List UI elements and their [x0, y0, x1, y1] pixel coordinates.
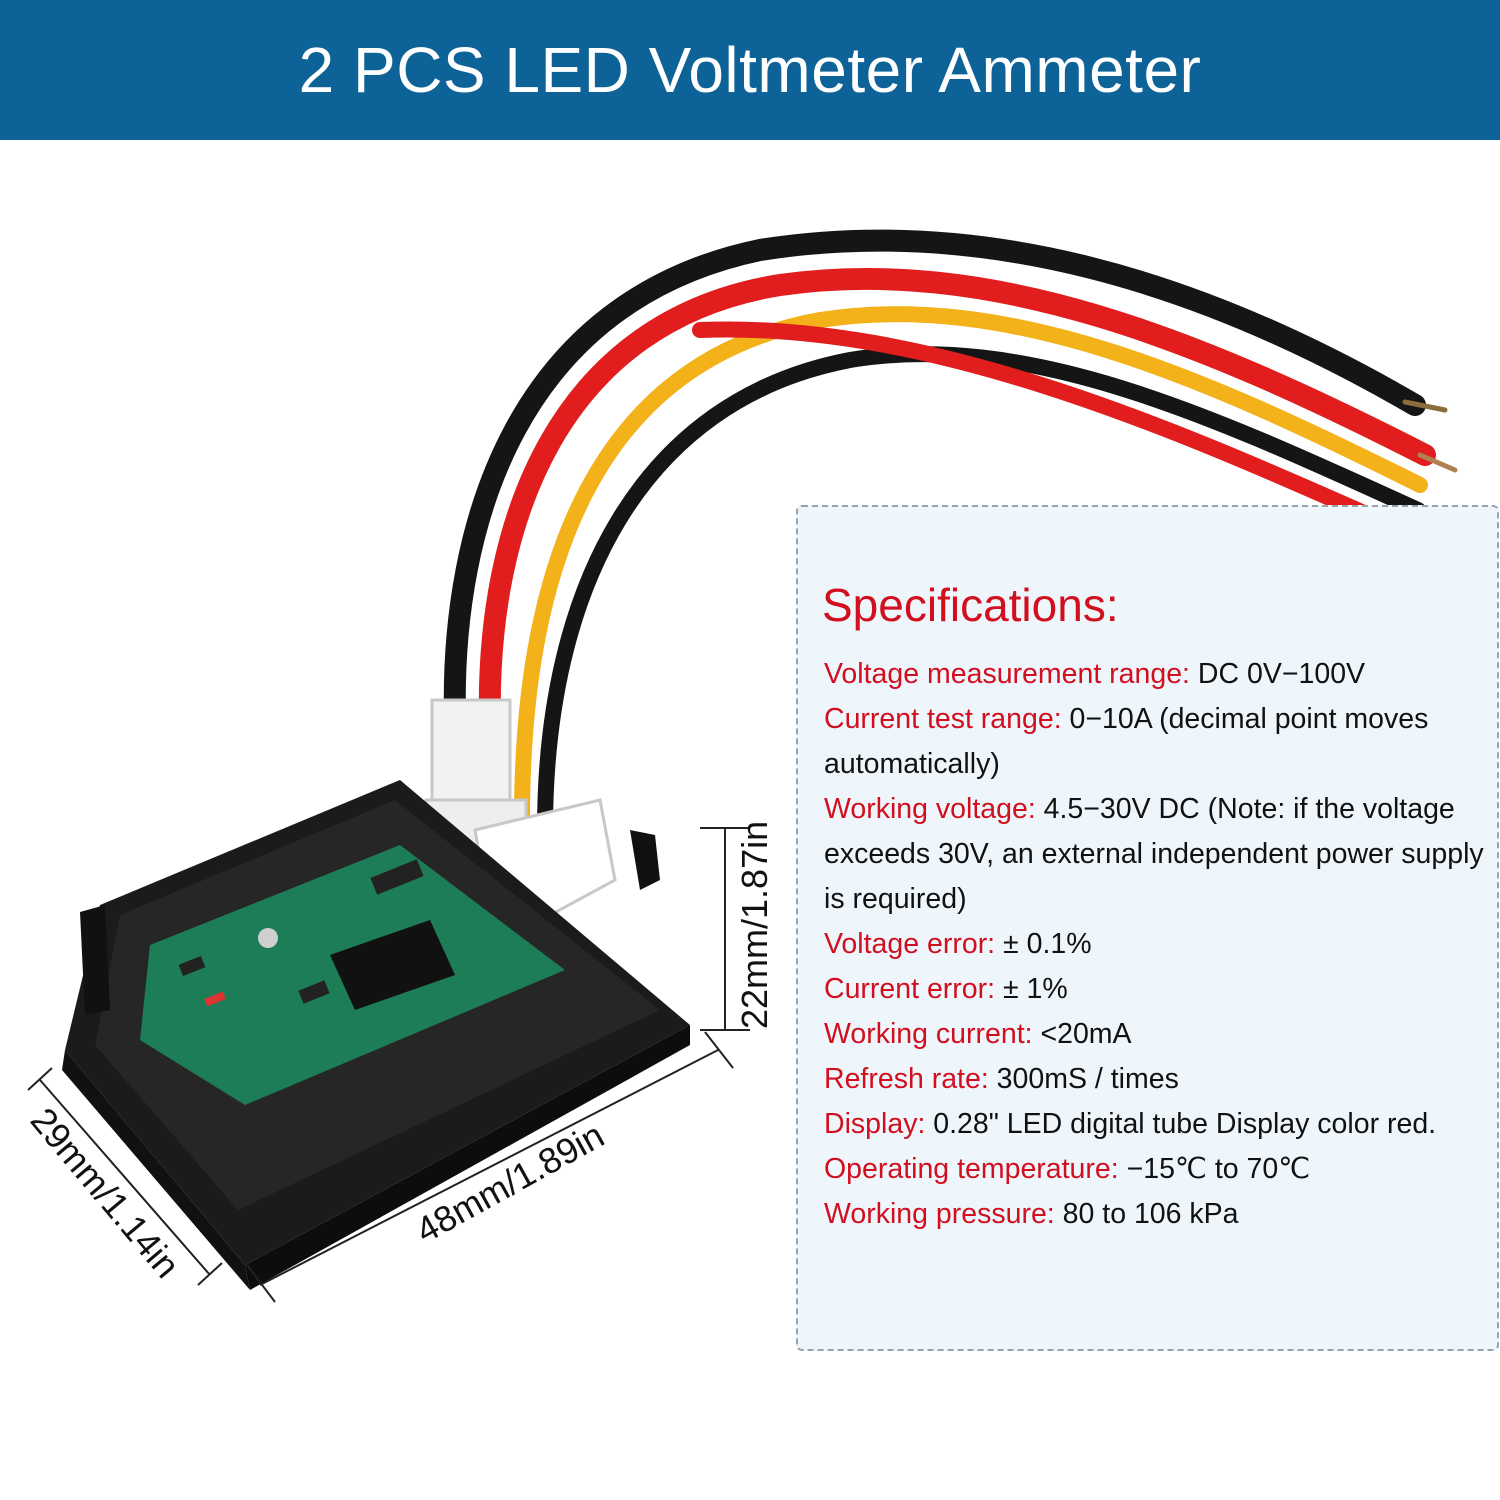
- spec-working-current: Working current: <20mA: [824, 1018, 1132, 1050]
- specifications-heading: Specifications:: [822, 579, 1119, 631]
- wire-red-outer: [478, 267, 1436, 736]
- specifications-list: Voltage measurement range: DC 0V−100V Cu…: [824, 652, 1484, 1237]
- width-dim-line: [259, 1049, 719, 1286]
- wire-yellow: [513, 306, 1428, 838]
- product-illustration: [27, 229, 1458, 1303]
- depth-dim-line: [39, 1079, 211, 1276]
- wire-black-outer: [443, 229, 1426, 731]
- page-title: 2 PCS LED Voltmeter Ammeter: [298, 34, 1202, 106]
- spec-voltage-error: Voltage error: ± 0.1%: [824, 928, 1092, 960]
- wire-bundle: [443, 229, 1458, 838]
- height-dimension-label: 22mm/1.87in: [734, 820, 775, 1029]
- spec-refresh-rate: Refresh rate: 300mS / times: [824, 1063, 1179, 1095]
- specifications-panel: [796, 505, 1499, 1351]
- spec-current-error: Current error: ± 1%: [824, 973, 1068, 1005]
- spec-working-voltage: Working voltage: 4.5−30V DC (Note: if th…: [824, 793, 1484, 915]
- spec-voltage-range: Voltage measurement range: DC 0V−100V: [824, 658, 1366, 690]
- title-banner: 2 PCS LED Voltmeter Ammeter: [0, 0, 1500, 140]
- spec-operating-temperature: Operating temperature: −15℃ to 70℃: [824, 1153, 1311, 1185]
- meter-body: [62, 780, 690, 1290]
- wire-black-inner: [537, 346, 1426, 838]
- spec-working-pressure: Working pressure: 80 to 106 kPa: [824, 1198, 1239, 1230]
- spec-display: Display: 0.28" LED digital tube Display …: [824, 1108, 1437, 1140]
- spec-current-range: Current test range: 0−10A (decimal point…: [824, 703, 1429, 780]
- dimension-lines: [27, 827, 750, 1303]
- wire-red-inner: [692, 321, 1433, 548]
